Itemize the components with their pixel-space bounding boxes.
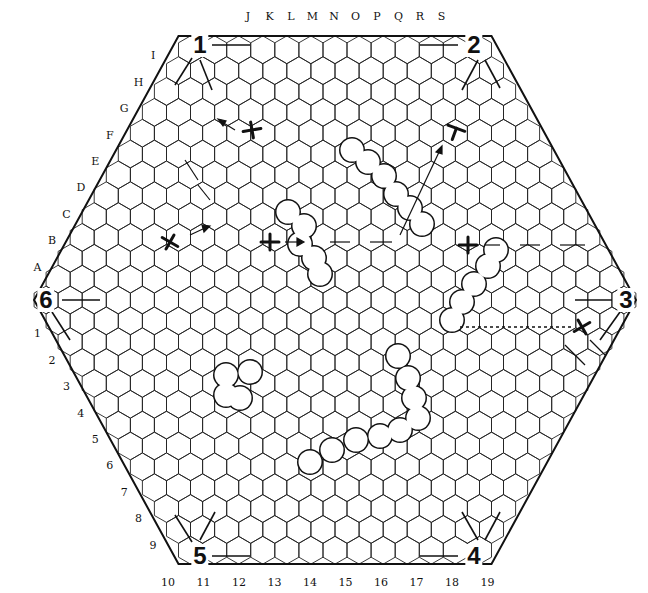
hex-coordinate: O: [350, 11, 361, 22]
cloud-hex: [299, 451, 322, 474]
hex-coordinate: 19: [480, 577, 496, 588]
hex-coordinate: 18: [444, 577, 460, 588]
hex-coordinate: 15: [338, 577, 354, 588]
hex-coordinate: R: [415, 11, 425, 22]
hex-coordinate: C: [61, 208, 71, 219]
cloud-hex: [215, 384, 238, 407]
hex-coordinate: F: [105, 129, 115, 140]
cloud-hex: [321, 439, 344, 462]
board-edge: [34, 36, 636, 564]
cloud-hex: [319, 437, 345, 463]
corner-number: 6: [37, 288, 54, 312]
hex-coordinate: G: [119, 103, 130, 114]
hex-coordinate: 17: [409, 577, 425, 588]
corner-number: 5: [191, 544, 208, 568]
hex-coordinate: 4: [76, 407, 85, 418]
hex-coordinate: 16: [373, 577, 389, 588]
hex-coordinate: S: [437, 11, 447, 22]
movement-arrows: [185, 119, 605, 365]
cloud-hex: [441, 309, 464, 332]
hex-grid: [34, 36, 636, 564]
cloud-hex: [403, 387, 426, 410]
hex-coordinate: K: [264, 11, 274, 22]
hex-coordinate: 6: [105, 460, 114, 471]
hex-coordinate: E: [90, 155, 100, 166]
hex-coordinate: 7: [120, 486, 129, 497]
hex-coordinate: Q: [393, 11, 404, 22]
cloud-hex: [297, 449, 323, 475]
cloud-hex: [237, 359, 263, 385]
hex-coordinate: 3: [62, 381, 71, 392]
hex-coordinate: 8: [134, 513, 143, 524]
cloud-hex: [369, 425, 392, 448]
hex-coordinate: N: [328, 11, 340, 22]
hex-coordinate: A: [33, 261, 43, 272]
cloud-hex: [239, 361, 262, 384]
cloud-hex: [343, 427, 369, 453]
corner-number: 2: [465, 33, 482, 57]
aircraft-symbols: [158, 121, 594, 339]
hex-coordinate: B: [47, 235, 57, 246]
cloud-hex: [215, 364, 238, 387]
cloud-hex: [477, 255, 500, 278]
hex-coordinate: 5: [91, 434, 100, 445]
cloud-hex: [345, 429, 368, 452]
cloud-hex: [411, 213, 434, 236]
hex-coordinate: 11: [196, 577, 212, 588]
hex-coordinate: 2: [47, 354, 56, 365]
hex-coordinate: 12: [231, 577, 247, 588]
hex-coordinate: 14: [302, 577, 318, 588]
hex-coordinate: 10: [160, 577, 176, 588]
corner-number: 4: [465, 544, 482, 568]
hex-coordinate: J: [245, 11, 251, 22]
hex-coordinate: 9: [149, 539, 158, 550]
cloud-hex: [309, 263, 332, 286]
hex-coordinate: M: [306, 11, 319, 22]
cloud-hex: [397, 367, 420, 390]
cloud-group: [213, 137, 509, 475]
cloud-hex: [389, 419, 412, 442]
hex-coordinate: I: [150, 50, 156, 61]
cloud-hex: [387, 345, 410, 368]
hex-coordinate: 1: [33, 328, 42, 339]
hex-coordinate: L: [286, 11, 295, 22]
hex-coordinate: P: [372, 11, 381, 22]
corner-number: 3: [617, 288, 634, 312]
hex-coordinate: D: [75, 182, 86, 193]
hex-coordinate: 13: [267, 577, 283, 588]
corner-number: 1: [191, 33, 208, 57]
corner-lines: [52, 45, 620, 556]
hex-coordinate: H: [133, 76, 145, 87]
